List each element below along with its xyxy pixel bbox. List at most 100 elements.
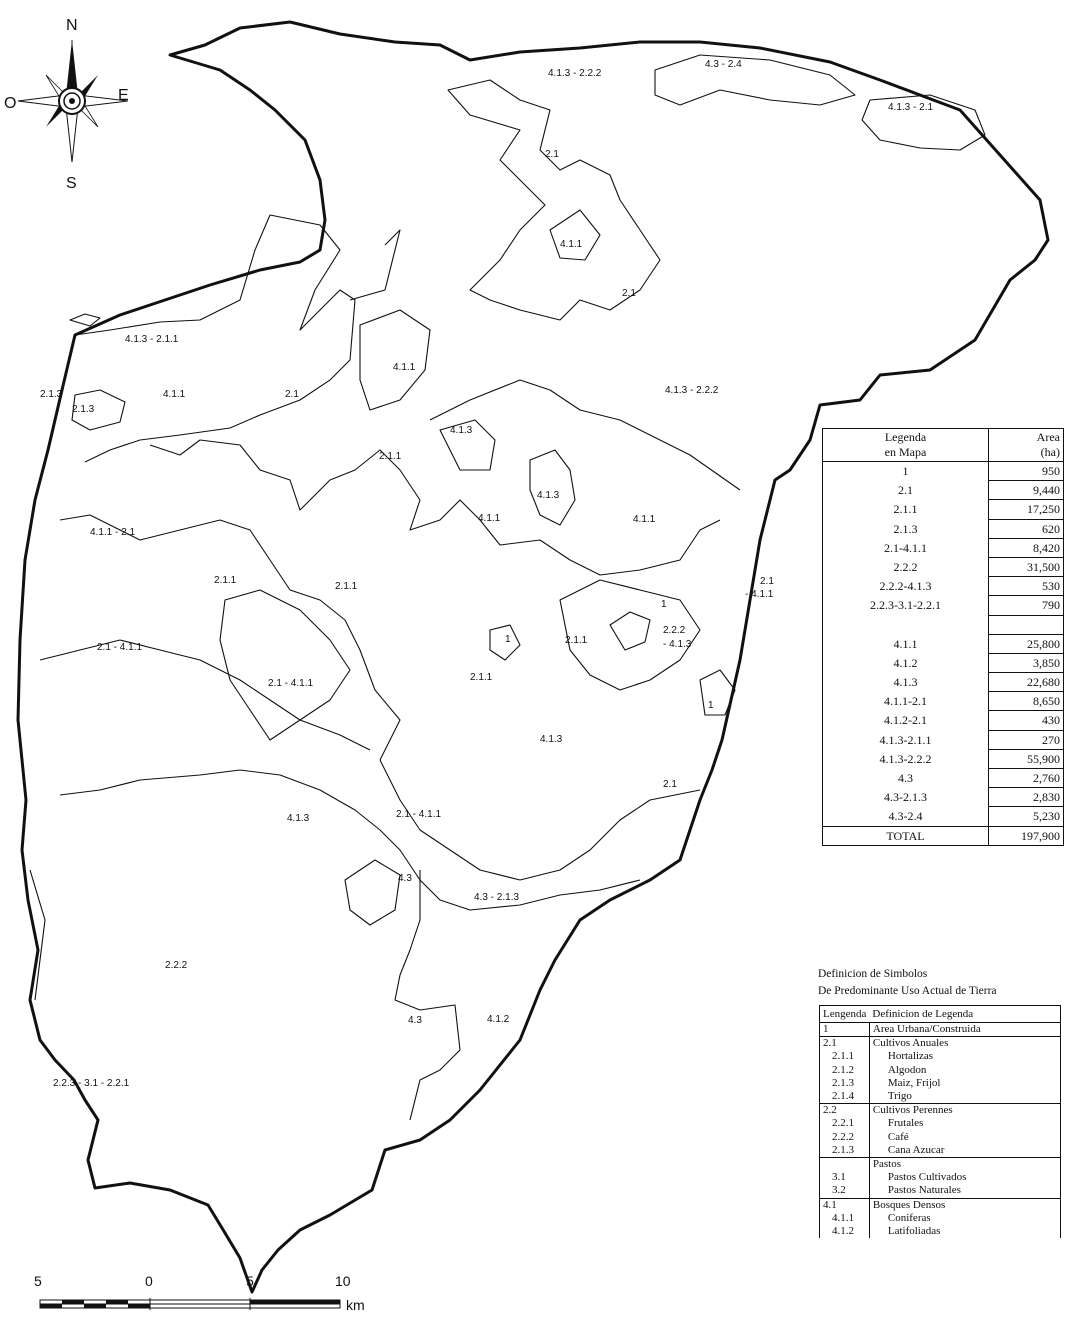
map-label: 2.2.2 [165, 960, 188, 971]
area-total-label: TOTAL [822, 825, 989, 846]
area-table-header-legend: Legenda en Mapa [822, 428, 989, 462]
symbol-definition: Cultivos Perennes [869, 1103, 1061, 1118]
map-label: 4.3 [408, 1015, 422, 1026]
area-value: 2,830 [988, 787, 1064, 807]
symbol-code: 1 [819, 1021, 870, 1037]
area-legend-code: 2.1.1 [822, 499, 989, 520]
area-value: 5,230 [988, 806, 1064, 827]
symbols-row: 2.2.1 Frutales [819, 1117, 1061, 1131]
symbol-code: 2.1 [819, 1036, 870, 1051]
area-legend-code: 4.1.2 [822, 653, 989, 673]
map-label: 4.1.3 [540, 734, 563, 745]
symbols-title-line: Definicion de Simbolos [818, 968, 928, 980]
area-value: 8,650 [988, 691, 1064, 711]
symbol-definition: Café [887, 1130, 909, 1143]
area-legend-code: 4.3-2.1.3 [822, 787, 989, 807]
area-value: 530 [988, 576, 1064, 596]
symbol-definition: Algodon [887, 1063, 927, 1076]
symbol-code: 2.1.4 [819, 1090, 870, 1104]
area-legend-code: 2.2.2 [822, 557, 989, 577]
area-value: 790 [988, 595, 1064, 616]
north-arrow-icon [17, 40, 129, 163]
scale-tick-label: 5 [34, 1273, 42, 1289]
area-value: 620 [988, 518, 1064, 539]
map-label: 2.1 [663, 779, 677, 790]
map-label: 4.1.3 [450, 425, 473, 436]
map-label: 4.3 [398, 873, 412, 884]
map-label: 4.1.1 - 2.1 [90, 527, 135, 538]
area-value: 9,440 [988, 480, 1064, 500]
compass-south-label: S [66, 175, 77, 192]
symbol-code: 2.2.1 [819, 1117, 870, 1131]
symbols-row: 2.2.2 Café [819, 1130, 1061, 1144]
symbols-header-def: Definicion de Legenda [869, 1005, 1061, 1023]
symbol-definition: Frutales [887, 1117, 924, 1130]
area-value: 270 [988, 729, 1064, 750]
map-label: 2.1.3 [72, 404, 95, 415]
symbol-definition: Cultivos Anuales [869, 1036, 1061, 1051]
map-label: 4.1.3 - 2.1.1 [125, 334, 179, 345]
area-legend-code: 4.1.3-2.1.1 [822, 730, 989, 750]
area-value: 25,800 [988, 633, 1064, 654]
symbol-code: 2.1.1 [819, 1050, 870, 1064]
symbol-code: 4.1.1 [819, 1211, 870, 1226]
symbol-code: 2.1.3 [819, 1143, 870, 1158]
map-label: 1 [505, 634, 511, 645]
scale-tick-label: 10 [335, 1273, 351, 1289]
area-legend-code: 1 [822, 461, 989, 481]
symbol-definition: Area Urbana/Construida [869, 1021, 1061, 1037]
map-label: 1 [661, 599, 667, 610]
map-label: 2.1 - 4.1.1 [97, 642, 142, 653]
symbols-title: Definicion de Simbolos De Predominante U… [818, 966, 997, 1000]
symbol-code: 2.1.2 [819, 1063, 870, 1077]
map-label: 2.1 - 4.1.1 [396, 809, 441, 820]
symbol-definition: Latifoliadas [887, 1225, 941, 1238]
area-legend-code: 2.2.2-4.1.3 [822, 576, 989, 596]
map-label: 4.1.1 [478, 513, 501, 524]
area-table-row [822, 614, 1064, 635]
map-label: 2.1 [285, 389, 299, 400]
symbol-code: 2.2.2 [819, 1130, 870, 1144]
area-table-header-area: Area (ha) [988, 428, 1064, 462]
area-value: 8,420 [988, 537, 1064, 558]
symbol-definition: Bosques Densos [869, 1197, 1061, 1212]
scale-tick-label: 5 [246, 1273, 254, 1289]
compass-west-label: O [4, 95, 16, 112]
map-label: 2.1.1 [214, 575, 237, 586]
area-legend-code: 4.3 [822, 768, 989, 788]
symbol-code: 3.1 [819, 1171, 870, 1185]
symbol-code: 4.1 [819, 1197, 870, 1212]
map-label: 2.2.2 [663, 625, 686, 636]
area-legend-code: 2.1 [822, 480, 989, 500]
area-legend-code: 2.1-4.1.1 [822, 538, 989, 558]
area-legend-code: 4.1.3 [822, 672, 989, 692]
area-value: 55,900 [988, 748, 1064, 769]
map-label: 2.1.1 [335, 581, 358, 592]
map-labels: 4.1.3 - 2.2.2 4.3 - 2.4 4.1.3 - 2.1 2.1 … [40, 59, 933, 1089]
symbol-definition: Trigo [887, 1090, 912, 1103]
area-value: 950 [988, 460, 1064, 481]
compass-north-label: N [66, 17, 78, 34]
map-label: 4.1.3 [537, 490, 560, 501]
region-boundary [16, 20, 1050, 1294]
scale-unit-label: km [346, 1297, 365, 1313]
symbol-definition: Maiz, Frijol [887, 1076, 941, 1089]
